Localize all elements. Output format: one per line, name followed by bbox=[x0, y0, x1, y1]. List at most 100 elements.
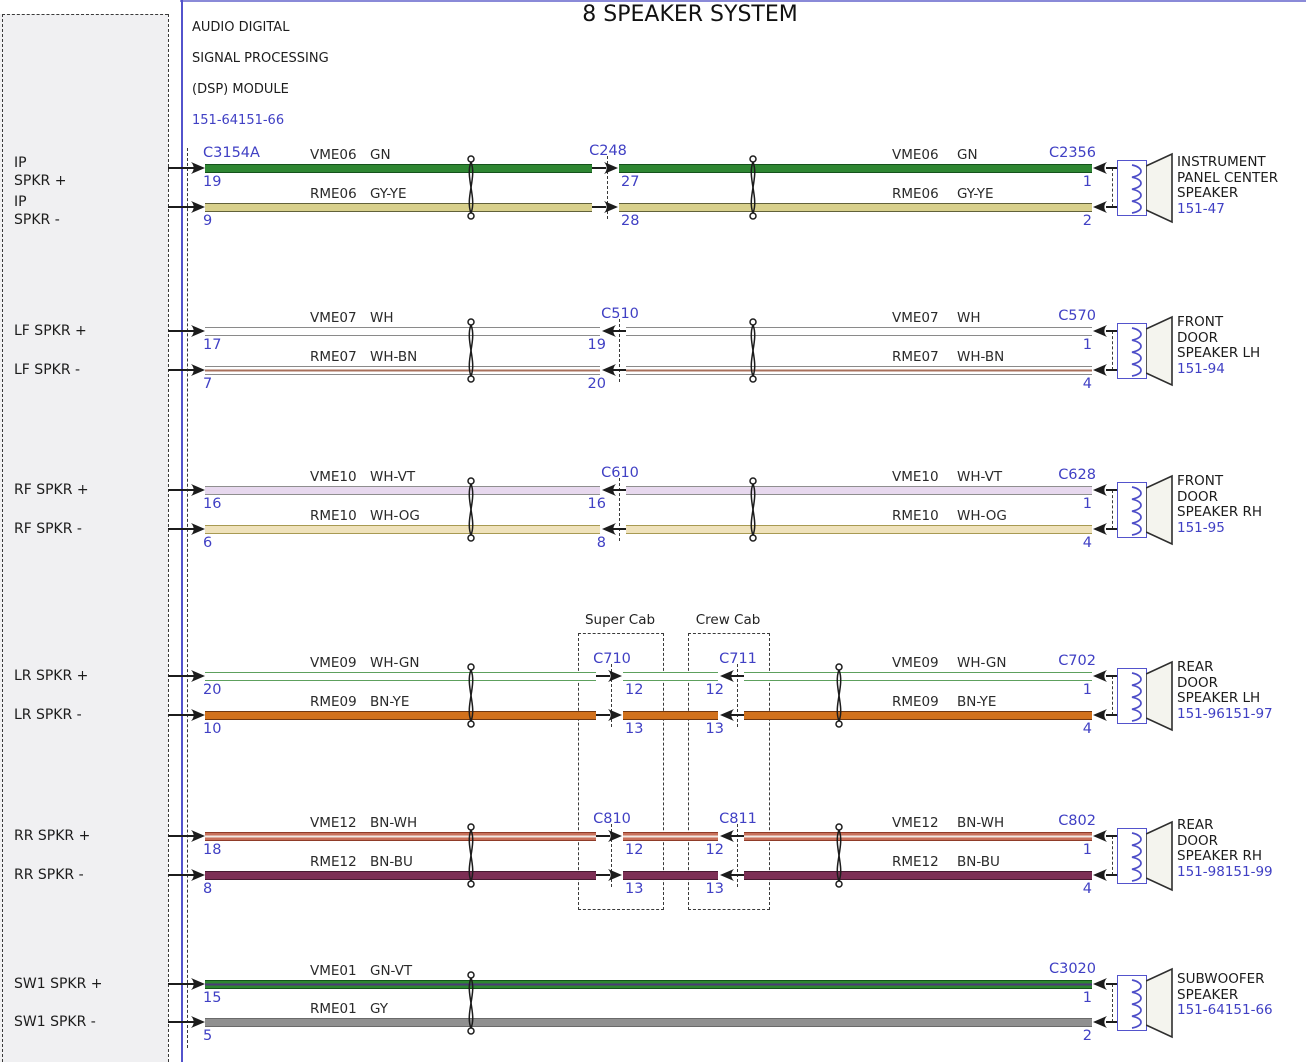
module-pin-label: LR SPKR - bbox=[14, 707, 82, 723]
pin-number: 1 bbox=[1082, 842, 1092, 858]
connector-name: C3020 bbox=[1048, 961, 1096, 977]
arrow-right-icon bbox=[191, 978, 205, 990]
wire-segment bbox=[626, 485, 1092, 495]
wire-lead-line bbox=[606, 369, 626, 371]
wire-segment bbox=[205, 671, 596, 681]
pin-number: 27 bbox=[621, 174, 640, 190]
wire-id-label: VME07 bbox=[892, 310, 939, 326]
wire-id-label: RME06 bbox=[310, 186, 357, 202]
arrow-left-icon bbox=[720, 670, 734, 682]
speaker-coil-icon bbox=[1117, 828, 1147, 884]
pin-number: 10 bbox=[203, 721, 222, 737]
speaker-name-line: FRONT bbox=[1177, 473, 1224, 489]
wire-lead-line bbox=[168, 167, 195, 169]
speaker-name-line: DOOR bbox=[1177, 832, 1219, 849]
wire-segment bbox=[619, 202, 1092, 212]
crew-cab-label: Crew Cab bbox=[695, 612, 761, 628]
wire-color-label: GN-VT bbox=[370, 963, 413, 979]
arrow-right-icon bbox=[191, 201, 205, 213]
speaker-coil-icon bbox=[1117, 668, 1147, 724]
wire-color-label: WH-VT bbox=[957, 469, 1003, 485]
wire-lead-line bbox=[168, 528, 195, 530]
arrow-left-icon bbox=[720, 830, 734, 842]
pin-number: 9 bbox=[203, 213, 213, 229]
wire-segment bbox=[205, 202, 592, 212]
twisted-pair-icon bbox=[462, 823, 480, 888]
connector-dash-line bbox=[1112, 168, 1113, 207]
wire-id-label: RME12 bbox=[310, 854, 357, 870]
dsp-module-border-right bbox=[168, 14, 169, 1062]
speaker-coil-icon bbox=[1117, 323, 1147, 379]
arrow-right-icon bbox=[191, 364, 205, 376]
wire-lead-line bbox=[606, 489, 626, 491]
speaker-name-line: REAR bbox=[1177, 659, 1214, 675]
connector-dash-line bbox=[611, 824, 612, 887]
module-title-line: (DSP) MODULE bbox=[192, 81, 289, 97]
speaker-name-line: SPEAKER bbox=[1177, 986, 1239, 1003]
wire-segment bbox=[205, 485, 600, 495]
speaker-name-line: PANEL CENTER bbox=[1177, 169, 1279, 186]
connector-name: C610 bbox=[601, 465, 639, 481]
wire-color-label: WH-GN bbox=[957, 655, 1007, 671]
wire-lead-line bbox=[168, 1021, 195, 1023]
wire-lead-line bbox=[724, 874, 744, 876]
module-pin-label: IP SPKR - bbox=[14, 194, 60, 228]
wire-id-label: RME10 bbox=[892, 508, 939, 524]
wire-id-label: RME07 bbox=[310, 349, 357, 365]
wire-lead-line bbox=[596, 714, 610, 716]
wire-segment bbox=[626, 365, 1092, 375]
module-pin-label: SW1 SPKR - bbox=[14, 1014, 96, 1030]
speaker-name-line: REAR bbox=[1177, 817, 1214, 833]
wire-id-label: RME12 bbox=[892, 854, 939, 870]
arrow-right-icon bbox=[191, 869, 205, 881]
dsp-module-box bbox=[0, 14, 168, 1062]
twisted-pair-icon bbox=[744, 155, 762, 220]
wire-lead-line bbox=[1106, 874, 1117, 876]
pin-number: 20 bbox=[203, 682, 222, 698]
connector-dash-line bbox=[1112, 984, 1113, 1022]
pin-number: 13 bbox=[625, 881, 644, 897]
arrow-right-icon bbox=[191, 484, 205, 496]
wire-lead-line bbox=[1106, 835, 1117, 837]
arrow-left-icon bbox=[602, 523, 616, 535]
arrow-right-icon bbox=[608, 869, 622, 881]
connector-name: C3154A bbox=[203, 145, 260, 161]
wire-id-label: VME09 bbox=[310, 655, 357, 671]
speaker-ref: 151-94 bbox=[1177, 360, 1225, 377]
wire-segment bbox=[744, 710, 1092, 720]
pin-number: 12 bbox=[625, 682, 644, 698]
speaker-name-line: DOOR bbox=[1177, 329, 1219, 346]
wire-segment bbox=[205, 326, 600, 336]
arrow-left-icon bbox=[1093, 201, 1107, 213]
wire-lead-line bbox=[168, 874, 195, 876]
module-ref: 151-64151-66 bbox=[192, 112, 285, 128]
arrow-left-icon bbox=[1093, 670, 1107, 682]
wire-color-label: GY-YE bbox=[370, 186, 407, 202]
wire-segment bbox=[205, 524, 600, 534]
wire-color-label: BN-WH bbox=[957, 815, 1005, 831]
pin-number: 4 bbox=[1082, 535, 1092, 551]
twisted-pair-icon bbox=[462, 971, 480, 1035]
speaker-name-line: FRONT bbox=[1177, 314, 1224, 330]
wire-lead-line bbox=[592, 206, 606, 208]
connector-dash-line bbox=[1112, 331, 1113, 370]
speaker-coil-icon bbox=[1117, 482, 1147, 538]
connector-name: C628 bbox=[1058, 467, 1096, 483]
pin-number: 12 bbox=[705, 842, 724, 858]
arrow-left-icon bbox=[1093, 523, 1107, 535]
speaker-horn-icon bbox=[1146, 150, 1176, 226]
wire-lead-line bbox=[1106, 369, 1117, 371]
twisted-pair-icon bbox=[744, 318, 762, 383]
module-pin-label: LF SPKR + bbox=[14, 323, 87, 339]
wire-lead-line bbox=[168, 835, 195, 837]
speaker-ref: 151-96151-97 bbox=[1177, 705, 1273, 722]
wire-lead-line bbox=[1106, 206, 1117, 208]
wire-lead-line bbox=[168, 206, 195, 208]
arrow-right-icon bbox=[608, 830, 622, 842]
connector-dash-line bbox=[611, 664, 612, 727]
arrow-left-icon bbox=[1093, 709, 1107, 721]
pin-number: 4 bbox=[1082, 881, 1092, 897]
pin-number: 15 bbox=[203, 990, 222, 1006]
